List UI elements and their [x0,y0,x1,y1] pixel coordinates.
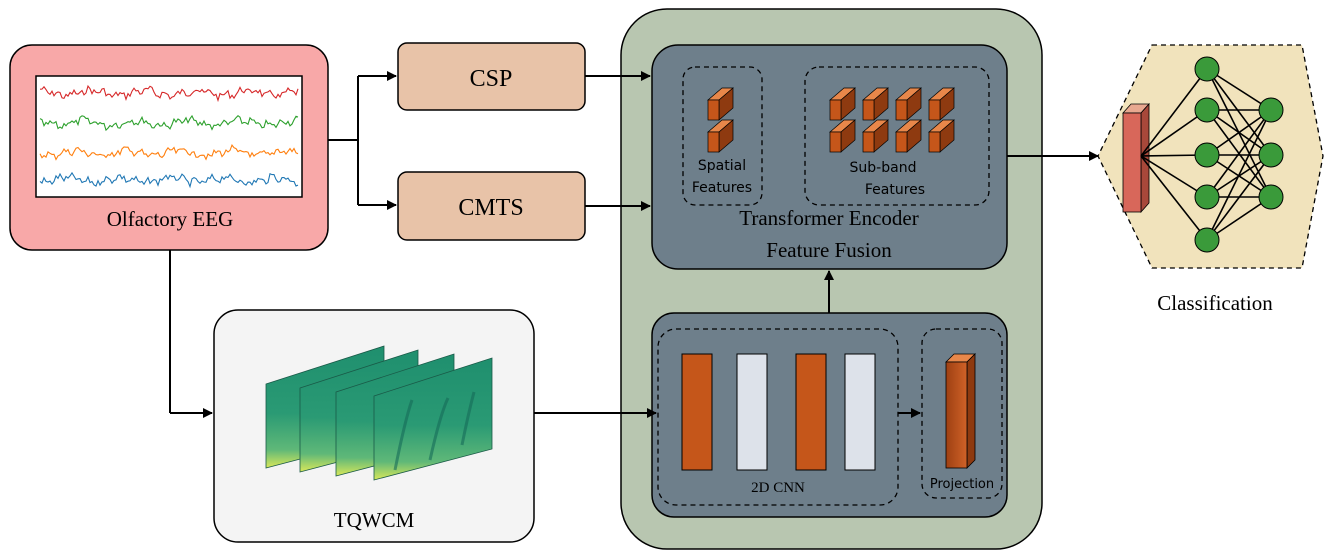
spectrogram-stack [265,345,493,481]
tqwcm-label: TQWCM [334,508,415,532]
classification-label: Classification [1157,291,1273,315]
hidden-node [1194,227,1220,253]
subband-label-line2: Features [865,182,925,198]
subband-feature-block [829,119,856,153]
cnn-panel: 2D CNN Projection [651,312,1008,518]
cmts-label: CMTS [458,195,523,221]
subband-feature-block [928,119,955,153]
subband-feature-block [862,119,889,153]
subband-feature-block [829,87,856,121]
subband-feature-block [862,87,889,121]
cmts-block: CMTS [397,171,586,241]
eeg-label: Olfactory EEG [107,207,234,231]
cnn-label: 2D CNN [751,480,805,496]
conv-layer-1 [681,353,713,471]
pool-layer-1 [736,353,768,471]
spatial-label-line2: Features [692,180,752,196]
csp-block: CSP [397,42,586,111]
hidden-node [1194,184,1220,210]
output-node [1258,97,1284,123]
spatial-feature-block [707,119,734,153]
subband-feature-block [895,87,922,121]
spatial-label-line1: Spatial [698,158,746,174]
eeg-block: Olfactory EEG [9,44,329,251]
projection-label: Projection [930,477,994,492]
eeg-trace [39,143,299,161]
output-node [1258,142,1284,168]
hidden-node [1194,56,1220,82]
subband-feature-blocks [829,87,955,153]
transformer-title-line2: Feature Fusion [766,238,892,262]
subband-feature-block [928,87,955,121]
conv-layer-2 [795,353,827,471]
connectors [169,71,1099,418]
subband-features-box [804,66,990,206]
transformer-title-line1: Transformer Encoder [739,206,918,230]
transformer-encoder-panel: Spatial Features Sub-band Features Trans… [651,44,1008,270]
csp-label: CSP [470,66,513,92]
spatial-feature-block [707,87,734,121]
hidden-node [1194,142,1220,168]
subband-label-line1: Sub-band [850,160,917,176]
pool-layer-2 [844,353,876,471]
hidden-node [1194,97,1220,123]
subband-feature-block [895,119,922,153]
classification-block: Classification [1097,44,1324,315]
eeg-trace [39,114,299,132]
eeg-trace [39,171,299,189]
eeg-trace [39,84,299,103]
spatial-feature-blocks [707,87,734,153]
output-node [1258,184,1284,210]
tqwcm-block: TQWCM [213,309,535,543]
spatial-features-box [682,66,763,206]
cnn-layers-box [657,328,899,506]
network-nodes [1194,56,1284,253]
projection-box [921,328,1003,499]
eeg-traces [39,84,299,189]
projection-block [945,353,976,469]
